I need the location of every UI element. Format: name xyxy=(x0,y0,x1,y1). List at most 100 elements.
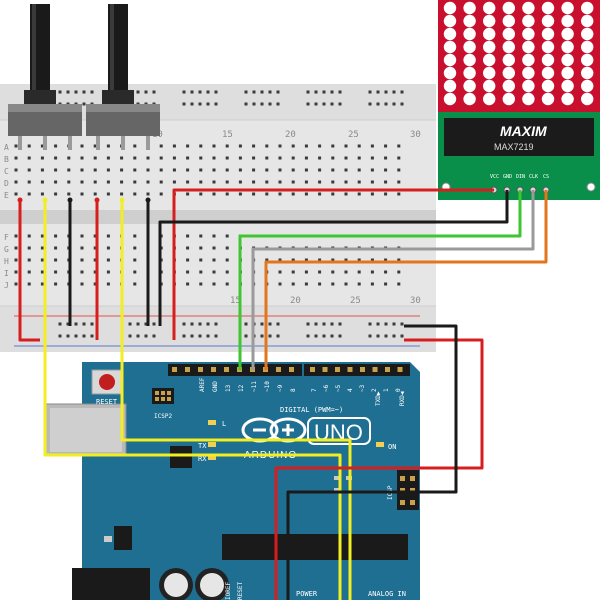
digital-pin-labels: AREF GND 13 12 ~11 ~10 ~9 8 7 ~6 ~5 4 ~3… xyxy=(199,377,406,406)
matrix-led xyxy=(502,40,515,54)
pin-2-label: 2 xyxy=(371,388,378,392)
rail-hole xyxy=(244,322,248,326)
tx-led xyxy=(208,442,216,447)
matrix-led xyxy=(561,14,574,28)
rail-hole xyxy=(314,90,318,94)
rail-hole xyxy=(384,334,388,338)
rail-hole xyxy=(214,102,218,106)
breadboard-hole xyxy=(370,282,374,286)
breadboard-hole xyxy=(265,180,269,184)
digital-label: DIGITAL (PWM=~) xyxy=(280,406,343,414)
row-letter-g: G xyxy=(4,245,9,254)
led-matrix-dots xyxy=(443,1,594,106)
matrix-led xyxy=(581,79,594,93)
wire-pot-right-signal xyxy=(120,200,352,600)
potentiometer-left[interactable] xyxy=(8,4,82,150)
col-num-15: 15 xyxy=(222,130,233,140)
rail-hole xyxy=(268,322,272,326)
rail-hole xyxy=(66,90,70,94)
matrix-led xyxy=(463,92,476,106)
rail-hole xyxy=(260,322,264,326)
breadboard-hole xyxy=(80,270,84,274)
breadboard-hole xyxy=(370,156,374,160)
matrix-led xyxy=(483,14,496,28)
matrix-led xyxy=(483,1,496,15)
breadboard-hole xyxy=(291,192,295,196)
txd-label: TXD▶ xyxy=(375,391,382,406)
rail-hole xyxy=(244,90,248,94)
potentiometer-right[interactable] xyxy=(86,4,160,150)
breadboard-hole xyxy=(186,144,190,148)
reset-button-cap[interactable] xyxy=(99,374,115,390)
breadboard-hole xyxy=(397,180,401,184)
breadboard-hole xyxy=(291,156,295,160)
breadboard-hole xyxy=(344,156,348,160)
pin-5-label: ~5 xyxy=(335,384,342,392)
breadboard-hole xyxy=(106,258,110,262)
matrix-led xyxy=(561,79,574,93)
header-pin xyxy=(310,367,315,372)
breadboard-hole xyxy=(291,168,295,172)
breadboard-hole xyxy=(331,168,335,172)
breadboard-hole xyxy=(225,246,229,250)
arduino-pcb xyxy=(82,362,420,600)
breadboard-hole xyxy=(304,180,308,184)
breadboard-hole xyxy=(278,180,282,184)
breadboard-hole xyxy=(93,246,97,250)
row-letter-j: J xyxy=(4,281,9,290)
breadboard-hole xyxy=(397,156,401,160)
breadboard-hole xyxy=(344,258,348,262)
breadboard: 10 15 20 25 30 15 20 25 30 A B C D E F G… xyxy=(0,84,436,352)
breadboard-hole xyxy=(318,258,322,262)
breadboard-hole xyxy=(212,258,216,262)
breadboard-hole xyxy=(199,144,203,148)
breadboard-hole xyxy=(14,282,18,286)
rail-hole xyxy=(276,102,280,106)
breadboard-hole xyxy=(318,270,322,274)
rail-hole xyxy=(384,102,388,106)
rail-hole xyxy=(182,102,186,106)
rail-hole xyxy=(368,322,372,326)
breadboard-hole xyxy=(120,180,124,184)
breadboard-hole xyxy=(80,258,84,262)
breadboard-hole xyxy=(93,270,97,274)
breadboard-hole xyxy=(133,156,137,160)
rail-hole xyxy=(182,322,186,326)
breadboard-hole xyxy=(14,156,18,160)
breadboard-hole xyxy=(331,192,335,196)
breadboard-hole xyxy=(318,192,322,196)
breadboard-hole xyxy=(199,270,203,274)
breadboard-hole xyxy=(80,144,84,148)
breadboard-hole xyxy=(397,144,401,148)
breadboard-hole xyxy=(238,180,242,184)
breadboard-hole xyxy=(159,192,163,196)
rail-hole xyxy=(90,90,94,94)
breadboard-hole xyxy=(212,246,216,250)
matrix-led xyxy=(483,92,496,106)
breadboard-hole xyxy=(133,180,137,184)
breadboard-hole xyxy=(93,258,97,262)
breadboard-hole xyxy=(344,270,348,274)
breadboard-hole xyxy=(14,168,18,172)
col-num-25-bottom: 25 xyxy=(350,296,361,306)
breadboard-hole xyxy=(384,144,388,148)
breadboard-hole xyxy=(93,156,97,160)
rail-hole xyxy=(252,90,256,94)
breadboard-hole xyxy=(304,144,308,148)
breadboard-hole xyxy=(40,234,44,238)
matrix-led xyxy=(463,66,476,80)
breadboard-hole xyxy=(27,282,31,286)
matrix-led xyxy=(502,1,515,15)
matrix-led xyxy=(561,27,574,41)
rail-hole xyxy=(392,334,396,338)
matrix-led xyxy=(581,66,594,80)
breadboard-hole xyxy=(370,258,374,262)
breadboard-hole xyxy=(265,168,269,172)
breadboard-hole xyxy=(159,144,163,148)
pin-1-label: 1 xyxy=(383,388,390,392)
matrix-led xyxy=(443,27,457,41)
breadboard-hole xyxy=(331,258,335,262)
rail-hole xyxy=(330,102,334,106)
rail-hole xyxy=(82,322,86,326)
breadboard-hole xyxy=(54,246,58,250)
